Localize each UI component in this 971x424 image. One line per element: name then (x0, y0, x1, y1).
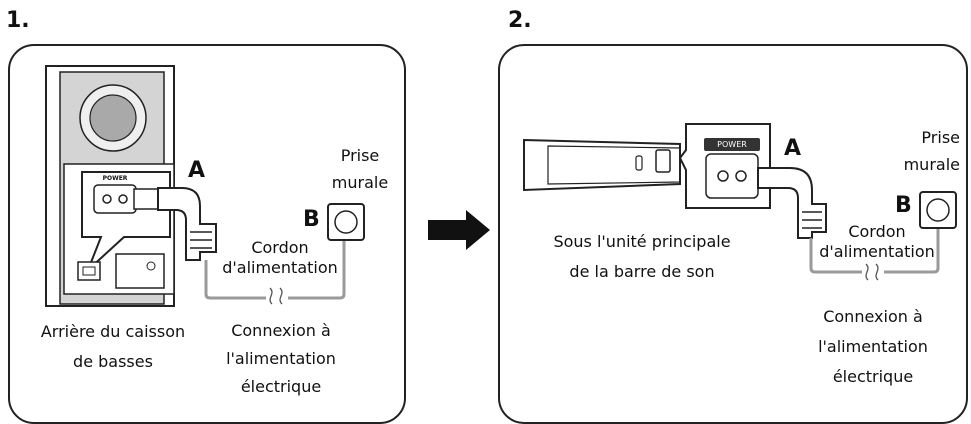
step-number-1: 1. (6, 8, 30, 33)
power-cable-1 (204, 236, 346, 305)
power-plug-2 (757, 167, 827, 239)
wall-outlet-2 (919, 191, 957, 229)
next-step-arrow-icon (428, 210, 490, 250)
power-port-label-2: POWER (717, 140, 747, 149)
wall-outlet-1 (327, 203, 365, 241)
power-callout-2 (678, 123, 771, 209)
soundbar-underside (523, 138, 681, 192)
power-plug-1 (133, 187, 217, 261)
label-a-1: A (188, 158, 206, 183)
label-a-2: A (784, 136, 802, 161)
step-number-2: 2. (508, 8, 532, 33)
power-cable-2 (809, 224, 940, 281)
label-b-1: B (303, 207, 320, 232)
power-port-label-1: POWER (102, 175, 128, 182)
label-b-2: B (895, 193, 912, 218)
